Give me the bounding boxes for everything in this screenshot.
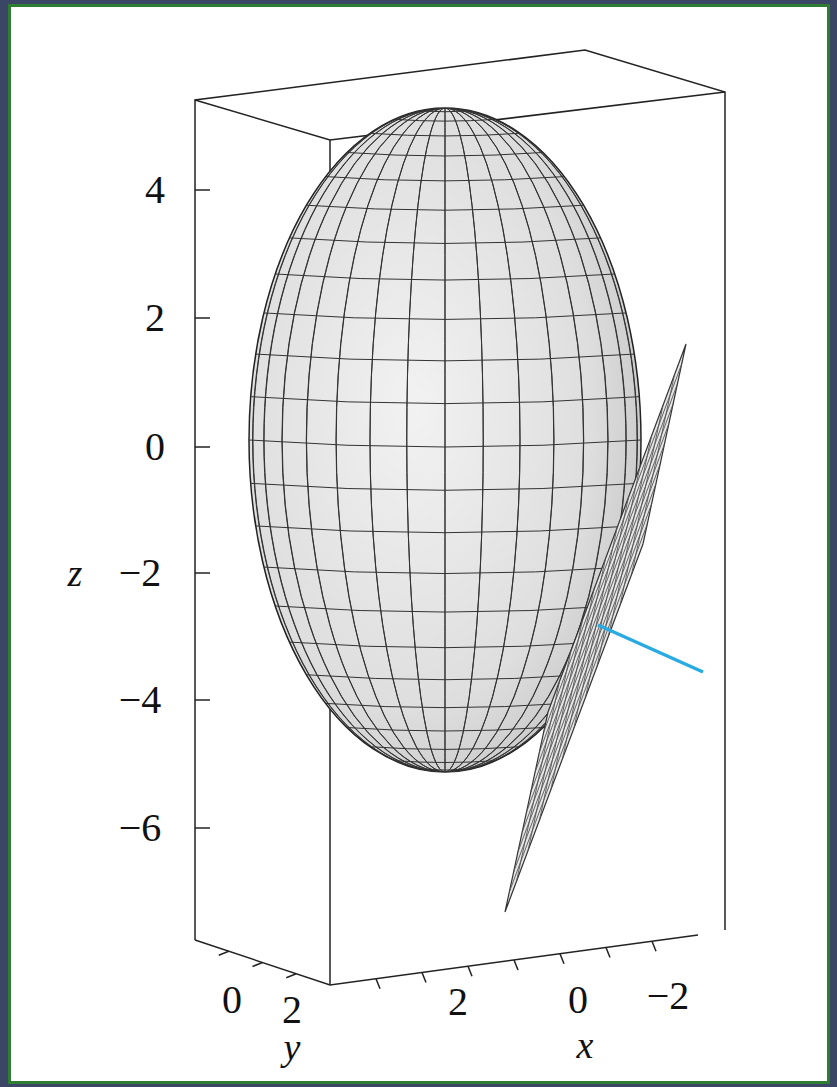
tick-label: 0 <box>568 980 588 1020</box>
x-tick <box>652 941 656 951</box>
meridian-line <box>407 108 483 772</box>
plane-grid <box>509 524 647 892</box>
plane-grid <box>531 424 669 792</box>
y-tick <box>253 963 263 967</box>
plane-grid <box>544 364 682 732</box>
x-tick <box>422 973 426 983</box>
meridian-line <box>336 108 554 772</box>
tick-label: 2 <box>448 982 468 1022</box>
x-tick <box>560 954 564 964</box>
x-tick <box>514 960 518 970</box>
meridian-line <box>370 108 520 772</box>
plane-mesh <box>509 364 681 892</box>
meridian-line <box>336 108 554 772</box>
axis-name: z <box>68 554 83 592</box>
y-tick <box>286 974 296 978</box>
meridian-line <box>307 108 584 772</box>
normal-line <box>598 625 703 672</box>
x-tick <box>606 948 610 958</box>
bounding-box <box>195 50 725 985</box>
tick-label: −2 <box>647 976 690 1016</box>
meridian-line <box>306 108 583 772</box>
tick-label: 0 <box>145 427 165 467</box>
meridian-line <box>445 108 446 772</box>
tick-label: 2 <box>145 298 165 338</box>
meridian-line <box>370 108 520 772</box>
tick-label: 0 <box>222 980 242 1020</box>
tick-label: −2 <box>119 553 162 593</box>
meridian-line <box>282 108 608 772</box>
plane-grid <box>527 444 665 812</box>
x-tick <box>376 979 380 989</box>
axis-name: y <box>284 1028 301 1066</box>
tangent-plane <box>505 344 686 912</box>
plane-grid <box>522 464 660 832</box>
axis-name: x <box>577 1026 594 1064</box>
plane-grid <box>514 504 652 872</box>
x-tick <box>468 966 472 976</box>
axis-ticks <box>219 941 656 989</box>
plane-grid <box>518 484 656 852</box>
meridian-line <box>282 108 608 772</box>
tick-label: 4 <box>145 170 165 210</box>
plane-grid <box>539 384 677 752</box>
plane-grid <box>535 404 673 772</box>
plane-grid <box>517 681 560 881</box>
tick-label: 2 <box>282 990 302 1030</box>
plane-grid <box>528 651 571 851</box>
tick-label: −4 <box>119 680 162 720</box>
plane-grid <box>540 620 583 820</box>
tick-label: −6 <box>119 808 162 848</box>
y-tick <box>219 951 229 955</box>
meridian-line <box>407 108 483 772</box>
